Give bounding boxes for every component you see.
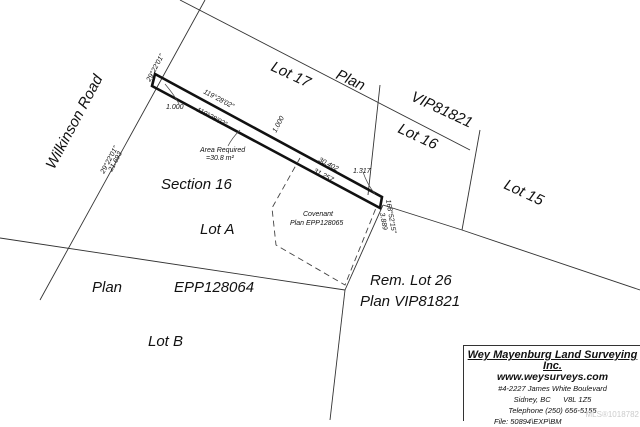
- leader-line: [362, 171, 376, 195]
- area-value: =30.8 m²: [206, 155, 234, 162]
- covenant-plan-label: Plan EPP128065: [290, 220, 343, 227]
- lot-15-label: Lot 15: [501, 176, 547, 209]
- rem-lot-line-lower: [329, 289, 346, 420]
- road-name-wilkinson: Wilkinson Road: [43, 71, 107, 171]
- lot-17-label: Lot 17: [268, 58, 314, 91]
- company-phone: Telephone (250) 656-5155: [508, 406, 597, 415]
- area-required-label: Area Required: [199, 147, 246, 154]
- lot-a-label: Lot A: [200, 221, 234, 238]
- company-name: Wey Mayenburg Land Surveying Inc.: [467, 349, 638, 372]
- lot-17-boundary: [179, 0, 471, 151]
- bearing-lower: 119°28'02": [195, 106, 229, 129]
- plan-vip-bottom-label: Plan VIP81821: [360, 293, 460, 310]
- area-required-strip: [150, 72, 384, 210]
- plan-vip-top-label: VIP81821: [408, 88, 475, 131]
- rem-lot-label: Rem. Lot 26: [370, 272, 452, 289]
- company-website: www.weysurveys.com: [496, 371, 609, 383]
- width-left: 1.000: [166, 104, 184, 111]
- plan-epp-label: EPP128064: [174, 279, 254, 296]
- mls-watermark: MLS®1018782: [585, 410, 640, 419]
- plan-label-top: Plan: [333, 66, 367, 94]
- lot-16-17-line: [367, 84, 381, 196]
- rem-lot-line: [344, 204, 384, 291]
- lot-16-label: Lot 16: [395, 120, 441, 153]
- width-mid: 1.000: [272, 115, 286, 134]
- title-block: Wey Mayenburg Land Surveying Inc. www.we…: [463, 345, 640, 426]
- company-address: #4-2227 James White Boulevard: [498, 384, 607, 393]
- leader-line: [227, 129, 241, 147]
- lot-15-16-line: [461, 129, 481, 231]
- leader-line: [164, 83, 180, 105]
- lot-15-bottom-line: [461, 229, 640, 291]
- covenant-label: Covenant: [303, 211, 334, 218]
- lot-line: [382, 204, 463, 231]
- lot-a-b-line: [0, 237, 346, 291]
- road-boundary-line: [39, 0, 206, 301]
- width-right: 1.317: [353, 168, 372, 175]
- section-label: Section 16: [161, 176, 233, 193]
- covenant-area: [271, 157, 377, 286]
- distance-right: 3.889: [378, 212, 388, 231]
- company-city: Sidney, BC V8L 1Z5: [513, 395, 592, 404]
- plan-left-label: Plan: [92, 279, 122, 296]
- lot-b-label: Lot B: [148, 333, 183, 350]
